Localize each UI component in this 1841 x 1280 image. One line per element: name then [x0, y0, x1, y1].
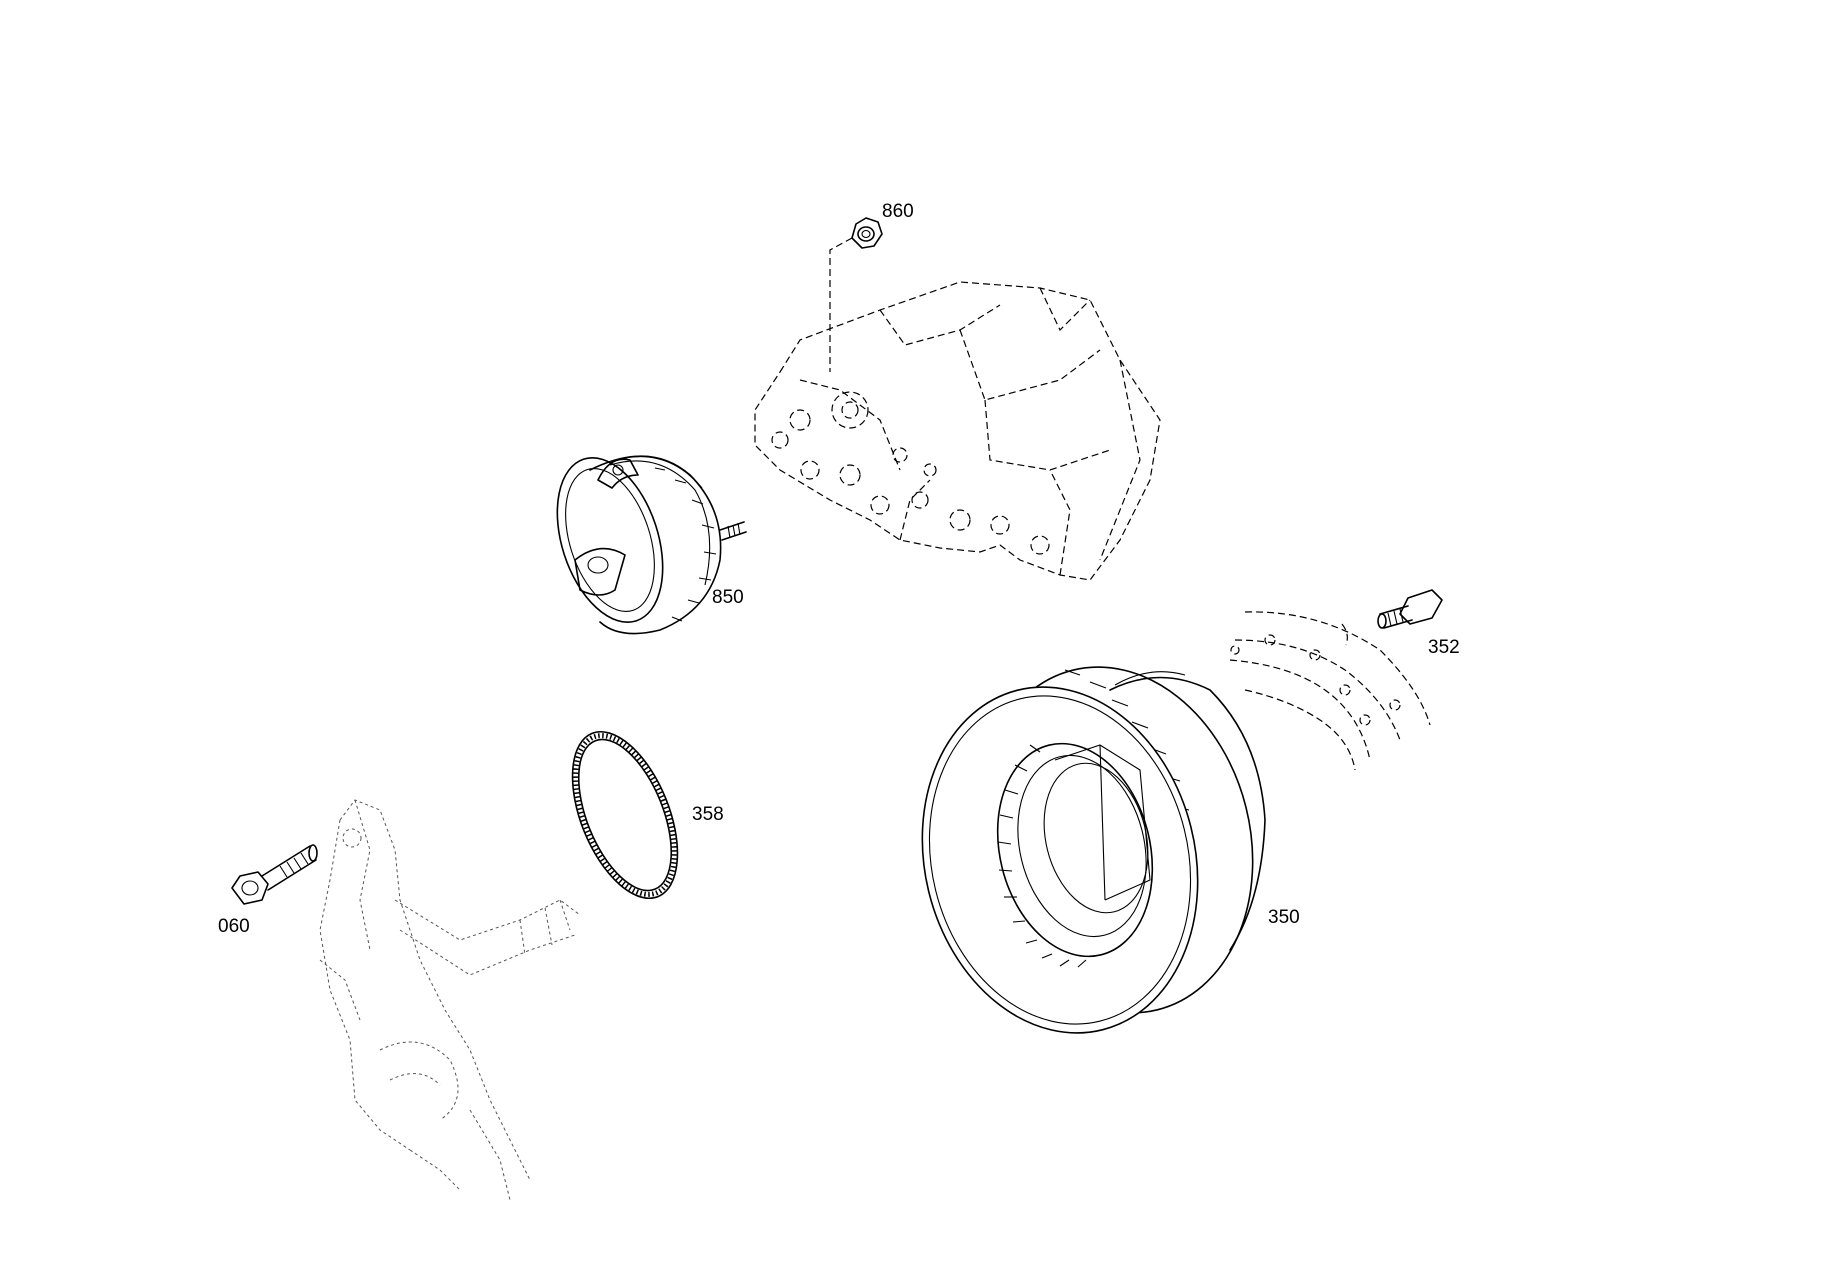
callout-860: 860	[882, 201, 914, 222]
part-358-tone-ring	[571, 730, 679, 900]
part-850-brake-chamber	[556, 455, 747, 635]
callout-350: 350	[1268, 907, 1300, 928]
callout-060: 060	[218, 916, 250, 937]
steering-knuckle-phantom	[319, 799, 581, 1201]
callout-352: 352	[1428, 637, 1460, 658]
part-352-bolt	[1377, 589, 1443, 629]
brake-caliper-phantom	[754, 281, 1161, 581]
part-350-brake-disc	[921, 666, 1266, 1034]
callout-850: 850	[712, 587, 744, 608]
hub-phantom	[1229, 611, 1431, 771]
part-060-bolt	[231, 844, 318, 905]
callout-358: 358	[692, 804, 724, 825]
part-860-nut	[829, 217, 883, 372]
